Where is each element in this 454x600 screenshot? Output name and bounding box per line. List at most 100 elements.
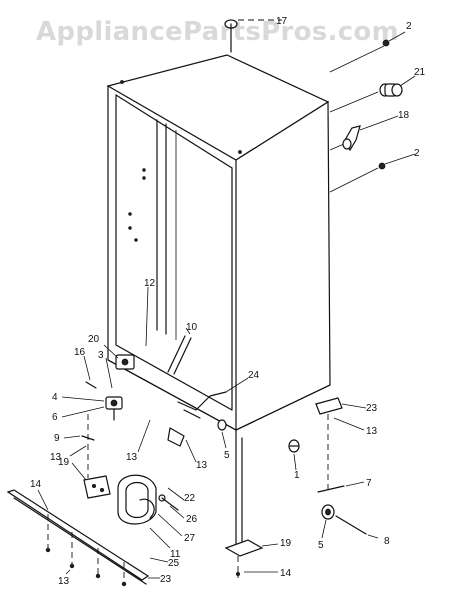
callout-8: 8 (384, 536, 390, 547)
liner-hole (142, 168, 146, 172)
callout-24: 24 (248, 370, 260, 381)
callout-5-front: 5 (318, 540, 324, 551)
callout-23-right: 23 (366, 403, 378, 414)
leader-21-label (399, 75, 416, 87)
leader-2-low-label (384, 153, 416, 165)
callout-2-low: 2 (414, 148, 420, 159)
liner-hole (128, 212, 132, 216)
leader-27 (157, 513, 183, 537)
leader-5-front (321, 519, 327, 539)
leader-25 (149, 557, 169, 563)
screw (45, 547, 51, 553)
leader-22 (167, 487, 185, 501)
callout-20: 20 (88, 334, 100, 345)
liner-hole (128, 226, 132, 230)
leader-11 (149, 527, 171, 549)
leader-26 (169, 505, 185, 519)
callout-9: 9 (54, 433, 60, 444)
leader-9 (63, 435, 81, 439)
leader-18-label (359, 115, 399, 131)
callout-27: 27 (184, 533, 196, 544)
leader-8 (367, 534, 379, 539)
liner-hole (134, 238, 138, 242)
leader-13-bottom (65, 569, 71, 575)
leader-10 (185, 327, 191, 335)
leader-7 (345, 481, 365, 487)
part-1-cap (288, 439, 300, 453)
part-10-drain-tube (167, 335, 192, 375)
part-8-pin (335, 515, 367, 535)
part-6-leveling-leg (105, 396, 123, 421)
part-27-door-stop (117, 474, 157, 525)
cabinet-top-liner-edge (115, 94, 233, 169)
screw (121, 581, 127, 587)
leader-23-right (341, 403, 367, 409)
callout-14-right: 14 (280, 568, 292, 579)
leader-5-rear (221, 431, 227, 449)
watermark: AppliancePartsPros.com (36, 17, 399, 47)
leader-13-far-right (333, 417, 365, 431)
callout-19-left: 19 (58, 457, 70, 468)
leader-1 (293, 453, 297, 471)
callout-23-bottom: 23 (160, 574, 172, 585)
callout-13-bottom: 13 (58, 576, 70, 587)
leader-2-top (329, 45, 385, 73)
part-22-clip (167, 427, 185, 447)
leader-2-top-label (388, 31, 406, 42)
cabinet-front-liner (115, 94, 233, 411)
top-screw-hole (120, 80, 124, 84)
leader-21 (329, 91, 379, 113)
cabinet (106, 54, 331, 441)
callout-13-left: 13 (50, 452, 62, 463)
part-19-bottom-hinge-right (224, 437, 264, 557)
part-23-hinge-right (315, 397, 343, 415)
screw (95, 573, 101, 579)
callout-10: 10 (186, 322, 198, 333)
part-24-tube-bracket (177, 391, 227, 419)
part-5-roller-rear (217, 419, 227, 431)
callout-11: 11 (170, 549, 181, 560)
leader-14-left (37, 489, 49, 511)
callout-13-center: 13 (126, 452, 138, 463)
callout-18: 18 (398, 110, 410, 121)
leader-19-left (71, 462, 87, 481)
leader-6 (61, 406, 105, 418)
screw (235, 572, 240, 577)
callout-2-top: 2 (406, 21, 412, 32)
part-5-roller-front (321, 504, 335, 520)
liner-hole (142, 176, 146, 180)
leader-20 (103, 344, 119, 359)
callout-19-right: 19 (280, 538, 292, 549)
leader-24 (225, 377, 249, 393)
callout-12: 12 (144, 278, 156, 289)
part-16-screw (85, 381, 97, 389)
part-26-stop-screw (158, 494, 179, 511)
leader-18 (329, 143, 345, 151)
part-20-roller-bracket (115, 354, 135, 370)
part-17-screw (224, 19, 238, 53)
callout-4: 4 (52, 392, 58, 403)
screw (69, 563, 75, 569)
callout-5-rear: 5 (224, 450, 230, 461)
callout-25: 25 (168, 558, 180, 569)
leader-19-right (261, 543, 279, 547)
leader-16 (83, 355, 91, 381)
leader-2-low (329, 167, 379, 193)
part-21-spacer (379, 83, 403, 97)
part-25-toe-grille (6, 489, 150, 585)
callout-17: 17 (276, 16, 288, 27)
leader-13-right (185, 439, 197, 463)
callout-21: 21 (414, 67, 426, 78)
part-19-bottom-hinge-left (83, 475, 111, 499)
part-7-screw (317, 485, 345, 493)
top-screw-hole (238, 150, 242, 154)
callout-22: 22 (184, 493, 196, 504)
callout-16: 16 (74, 347, 86, 358)
callout-13-right: 13 (196, 460, 208, 471)
callout-13-far-right: 13 (366, 426, 378, 437)
callout-14-left: 14 (30, 479, 42, 490)
part-18-hinge-bracket (342, 125, 361, 152)
part-2-plug-low (378, 162, 386, 170)
